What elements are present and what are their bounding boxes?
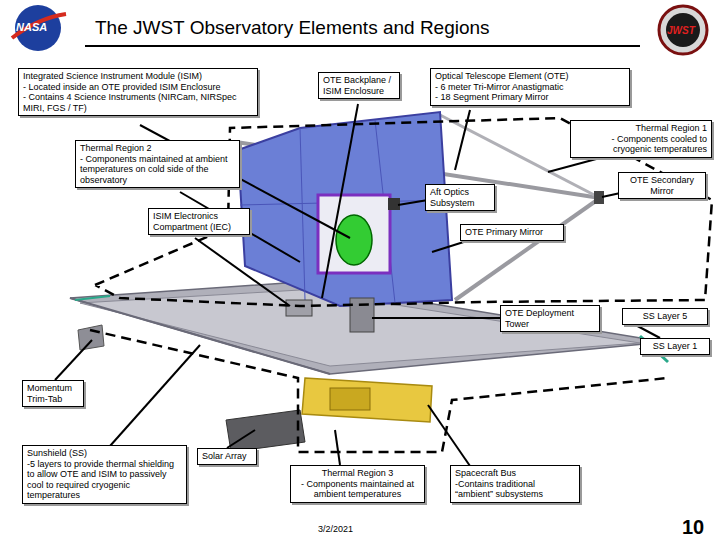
callout-box: OTE Primary Mirror xyxy=(460,224,564,241)
callout-box: SS Layer 5 xyxy=(622,308,708,325)
jwst-logo xyxy=(659,6,707,54)
thermal-region-box: Thermal Region 3- Components maintained … xyxy=(290,465,425,503)
callout-heading: OTE Backplane / ISIM Enclosure xyxy=(323,75,395,96)
callout-box: Integrated Science Instrument Module (IS… xyxy=(18,68,258,116)
leader-line xyxy=(227,430,255,448)
callout-box: ISIM Electronics Compartment (IEC) xyxy=(148,208,250,235)
callout-heading: Thermal Region 1 xyxy=(575,123,707,134)
callout-heading: SS Layer 5 xyxy=(627,311,703,322)
bus-module xyxy=(330,388,370,410)
callout-box: SS Layer 1 xyxy=(640,338,710,355)
callout-heading: Integrated Science Instrument Module (IS… xyxy=(23,71,253,82)
callout-heading: Thermal Region 3 xyxy=(295,468,420,479)
callout-box: Sunshield (SS)-5 layers to provide therm… xyxy=(22,445,187,504)
callout-body: - Contains 4 Science Instruments (NIRCam… xyxy=(23,92,253,113)
sunshield-edge xyxy=(70,298,330,374)
callout-heading: Solar Array xyxy=(202,451,252,462)
callout-heading: Spacecraft Bus xyxy=(455,468,575,479)
slide-title: The JWST Observatory Elements and Region… xyxy=(95,17,490,39)
callout-box: OTE Backplane / ISIM Enclosure xyxy=(318,72,400,99)
callout-box: Optical Telescope Element (OTE)- 6 meter… xyxy=(430,68,630,106)
callout-body: -5 layers to provide thermal shielding t… xyxy=(27,459,182,501)
callout-heading: Momentum Trim-Tab xyxy=(27,383,79,404)
leader-line xyxy=(432,240,470,252)
callout-box: Spacecraft Bus-Contains traditional “amb… xyxy=(450,465,580,503)
callout-box: OTE Deployment Tower xyxy=(500,305,600,332)
leader-line xyxy=(55,340,92,380)
callout-heading: SS Layer 1 xyxy=(645,341,705,352)
leader-line xyxy=(322,104,358,298)
callout-box: OTE Secondary Mirror xyxy=(618,172,706,199)
title-rule xyxy=(85,45,640,47)
leader-line xyxy=(110,345,200,446)
nasa-swoosh xyxy=(12,14,66,38)
thermal-region-box: Thermal Region 2- Components maintained … xyxy=(75,140,240,188)
callout-body: - Components maintained at ambient tempe… xyxy=(295,479,420,500)
strut xyxy=(455,198,600,300)
callout-heading: OTE Primary Mirror xyxy=(465,227,559,238)
callout-heading: OTE Secondary Mirror xyxy=(623,175,701,196)
callout-body: - Components maintained at ambient tempe… xyxy=(80,154,235,186)
isim xyxy=(336,215,372,265)
callout-body: - Components cooled to cryogenic tempera… xyxy=(575,134,707,155)
sunshield-layer-edge xyxy=(75,296,110,300)
callout-body: -Contains traditional “ambient” subsyste… xyxy=(455,479,575,500)
jwst-logo-inner xyxy=(666,13,700,47)
callout-heading: Thermal Region 2 xyxy=(80,143,235,154)
page-number: 10 xyxy=(682,516,704,539)
nasa-logo xyxy=(15,5,61,51)
spacecraft-bus xyxy=(302,378,432,422)
leader-line xyxy=(335,430,340,465)
leader-line xyxy=(548,158,600,172)
logo-text: JWST xyxy=(667,25,695,36)
callout-heading: Sunshield (SS) xyxy=(27,448,182,459)
callout-box: Solar Array xyxy=(197,448,257,465)
leader-line xyxy=(398,200,428,205)
callout-box: Aft Optics Subsystem xyxy=(425,184,495,211)
callout-box: Momentum Trim-Tab xyxy=(22,380,84,407)
thermal-region-box: Thermal Region 1- Components cooled to c… xyxy=(570,120,712,158)
deployment-tower xyxy=(350,298,374,332)
callout-heading: Optical Telescope Element (OTE) xyxy=(435,71,625,82)
iec xyxy=(286,300,312,316)
leader-line xyxy=(428,405,470,466)
primary-mirror xyxy=(238,112,452,306)
logo-text: NASA xyxy=(16,21,47,33)
callout-body: - 18 Segment Primary Mirror xyxy=(435,92,625,103)
callout-body: - Located inside an OTE provided ISIM En… xyxy=(23,82,253,93)
leader-line xyxy=(455,110,470,170)
thermal-region-outline xyxy=(90,330,668,452)
callout-heading: ISIM Electronics Compartment (IEC) xyxy=(153,211,245,232)
momentum-trim-tab xyxy=(78,325,104,350)
date: 3/2/2021 xyxy=(318,524,353,534)
leader-line xyxy=(195,238,290,306)
callout-body: - 6 meter Tri-Mirror Anastigmatic xyxy=(435,82,625,93)
callout-heading: OTE Deployment Tower xyxy=(505,308,595,329)
callout-heading: Aft Optics Subsystem xyxy=(430,187,490,208)
leader-line xyxy=(372,317,500,319)
solar-array xyxy=(226,410,305,452)
